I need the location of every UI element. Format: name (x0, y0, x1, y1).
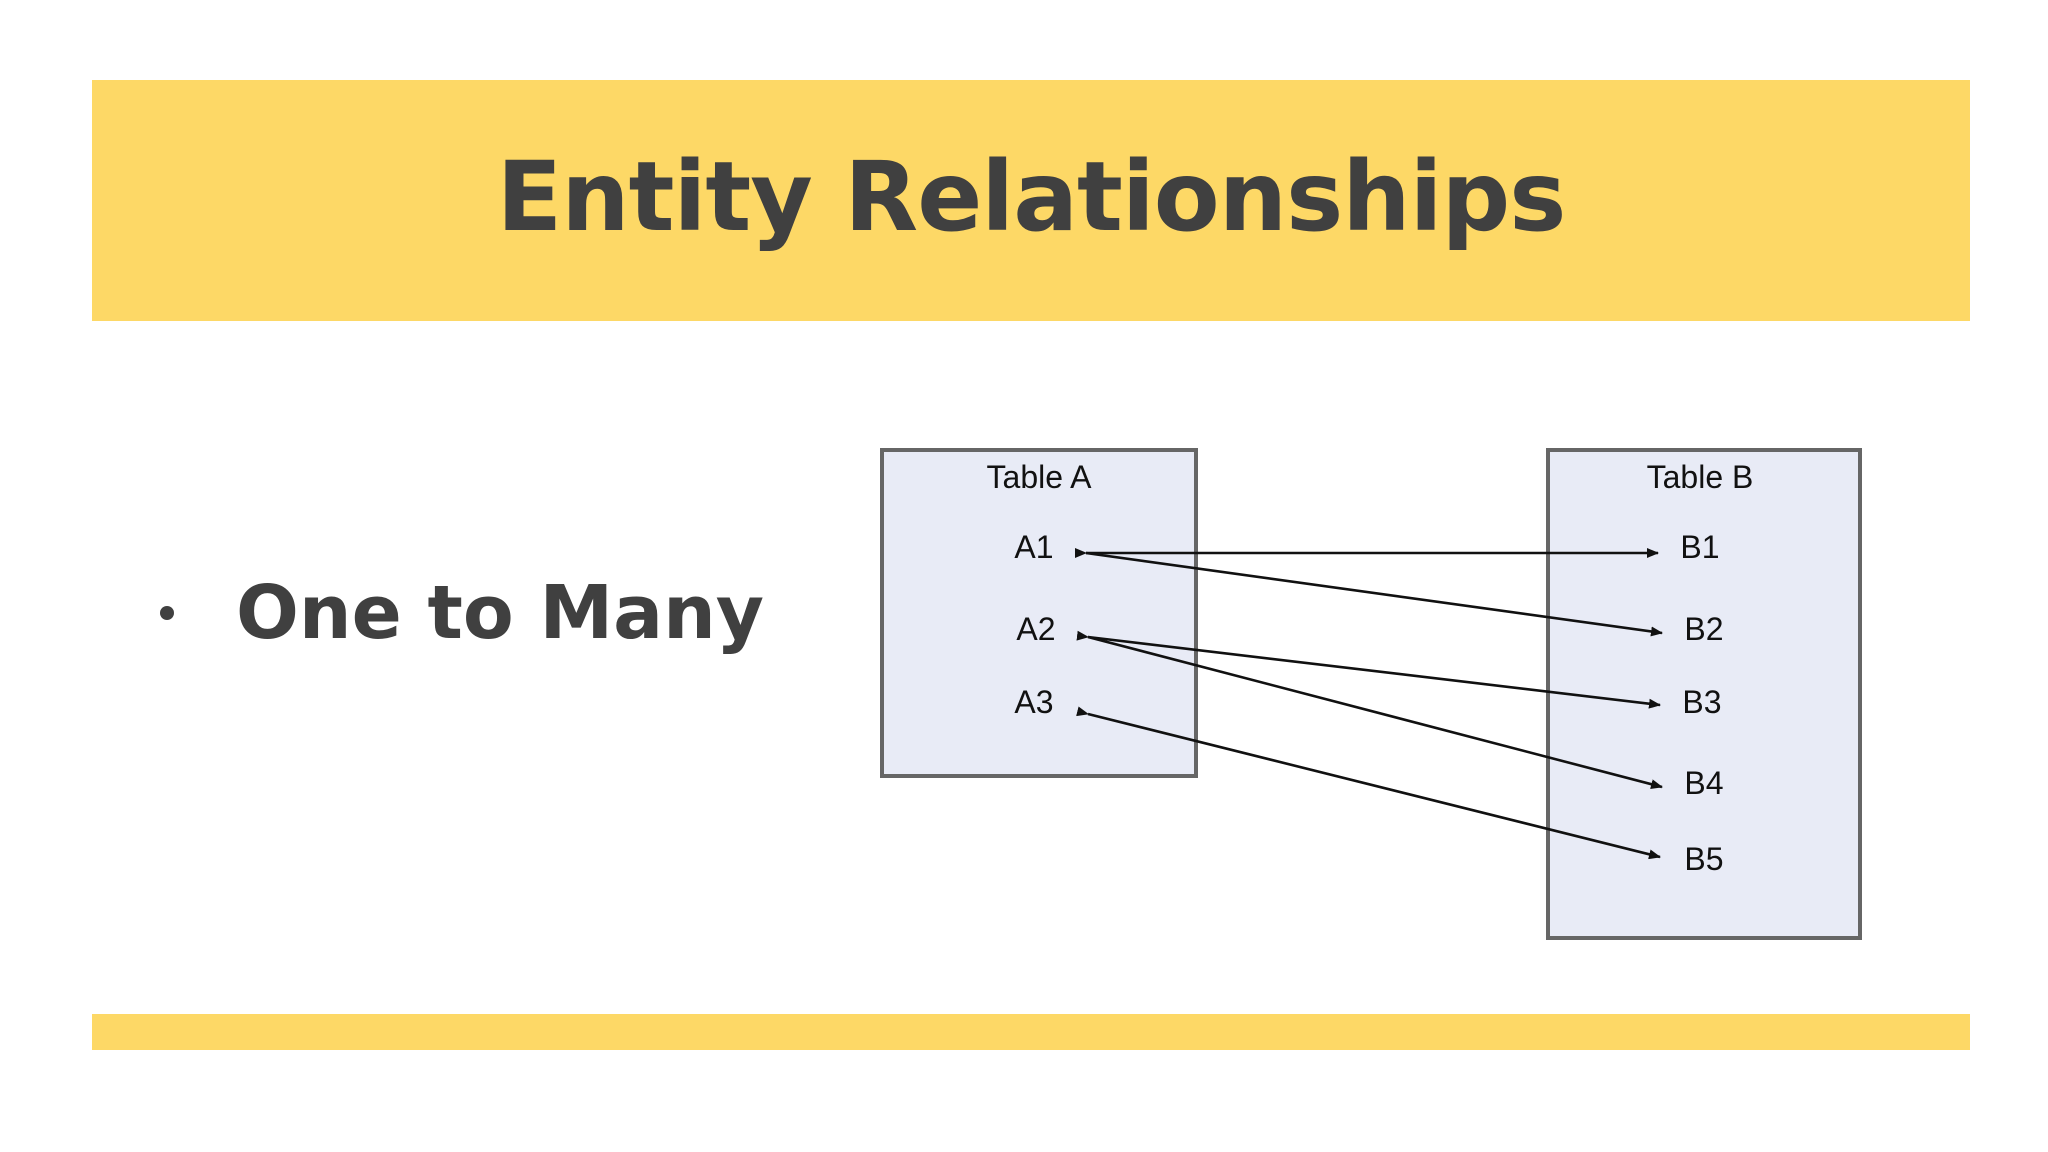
table-a-row: A2 (1016, 611, 1055, 647)
table-a: Table A A1 A2 A3 (880, 448, 1198, 778)
table-a-row: A3 (1014, 684, 1053, 720)
table-b-title: Table B (1647, 459, 1754, 495)
table-b-row: B3 (1682, 684, 1721, 720)
slide-title: Entity Relationships (496, 140, 1567, 253)
table-b-row: B5 (1684, 841, 1723, 877)
table-b-row: B1 (1680, 529, 1719, 565)
table-b-row: B2 (1684, 611, 1723, 647)
connector-a2-b3 (1076, 630, 1661, 709)
connector-a1-b2 (1085, 551, 1663, 637)
table-a-row: A1 (1014, 529, 1053, 565)
bullet-text: One to Many (236, 570, 765, 656)
table-a-title: Table A (987, 459, 1093, 495)
bullet-item: One to Many (160, 570, 764, 656)
bullet-dot-icon (160, 606, 174, 620)
connector-a3-b5 (1076, 706, 1661, 860)
connectors (1075, 548, 1663, 860)
table-b-row: B4 (1684, 765, 1723, 801)
bullet-list: One to Many (160, 570, 764, 656)
footer-bar (92, 1014, 1970, 1050)
title-bar: Entity Relationships (92, 80, 1970, 321)
table-b: Table B B1 B2 B3 B4 B5 (1546, 448, 1862, 940)
